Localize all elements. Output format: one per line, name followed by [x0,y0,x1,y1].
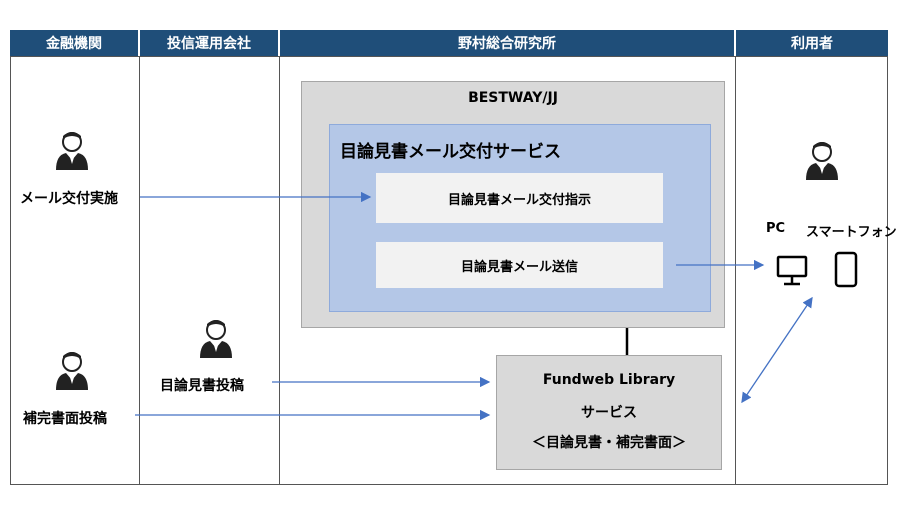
email-delivery-label: メール交付実施 [20,191,118,207]
person-icon-user [805,141,839,181]
email-send-box: 目論見書メール送信 [376,242,663,288]
library-service-label: サービス [581,405,637,421]
pc-label: PC [766,221,786,236]
library-documents-label: ＜目論見書・補完書面＞ [532,435,686,451]
lane-header-user: 利用者 [736,30,888,56]
library-name: Fundweb Library [542,372,676,388]
fundweb-library-box: Fundweb Library サービス ＜目論見書・補完書面＞ [496,355,722,470]
smartphone-icon [834,251,858,288]
person-icon-financial-2 [55,351,89,391]
delivery-instruction-box: 目論見書メール交付指示 [376,173,663,223]
person-icon-financial-1 [55,131,89,171]
bestway-title: BESTWAY/JJ [468,90,558,106]
arrow-user-library [741,296,813,404]
service-title: 目論見書メール交付サービス [340,142,561,162]
lane-header-nri: 野村総合研究所 [280,30,734,56]
lane-header-financial-institution: 金融機関 [10,30,138,56]
supplement-post-label: 補完書面投稿 [23,411,107,427]
pc-monitor-icon [776,255,808,286]
lane-user [735,56,888,485]
person-icon-asset-manager [199,319,233,359]
prospectus-post-label: 目論見書投稿 [160,378,244,394]
smartphone-label: スマートフォン [806,225,897,240]
lane-header-asset-manager: 投信運用会社 [140,30,278,56]
